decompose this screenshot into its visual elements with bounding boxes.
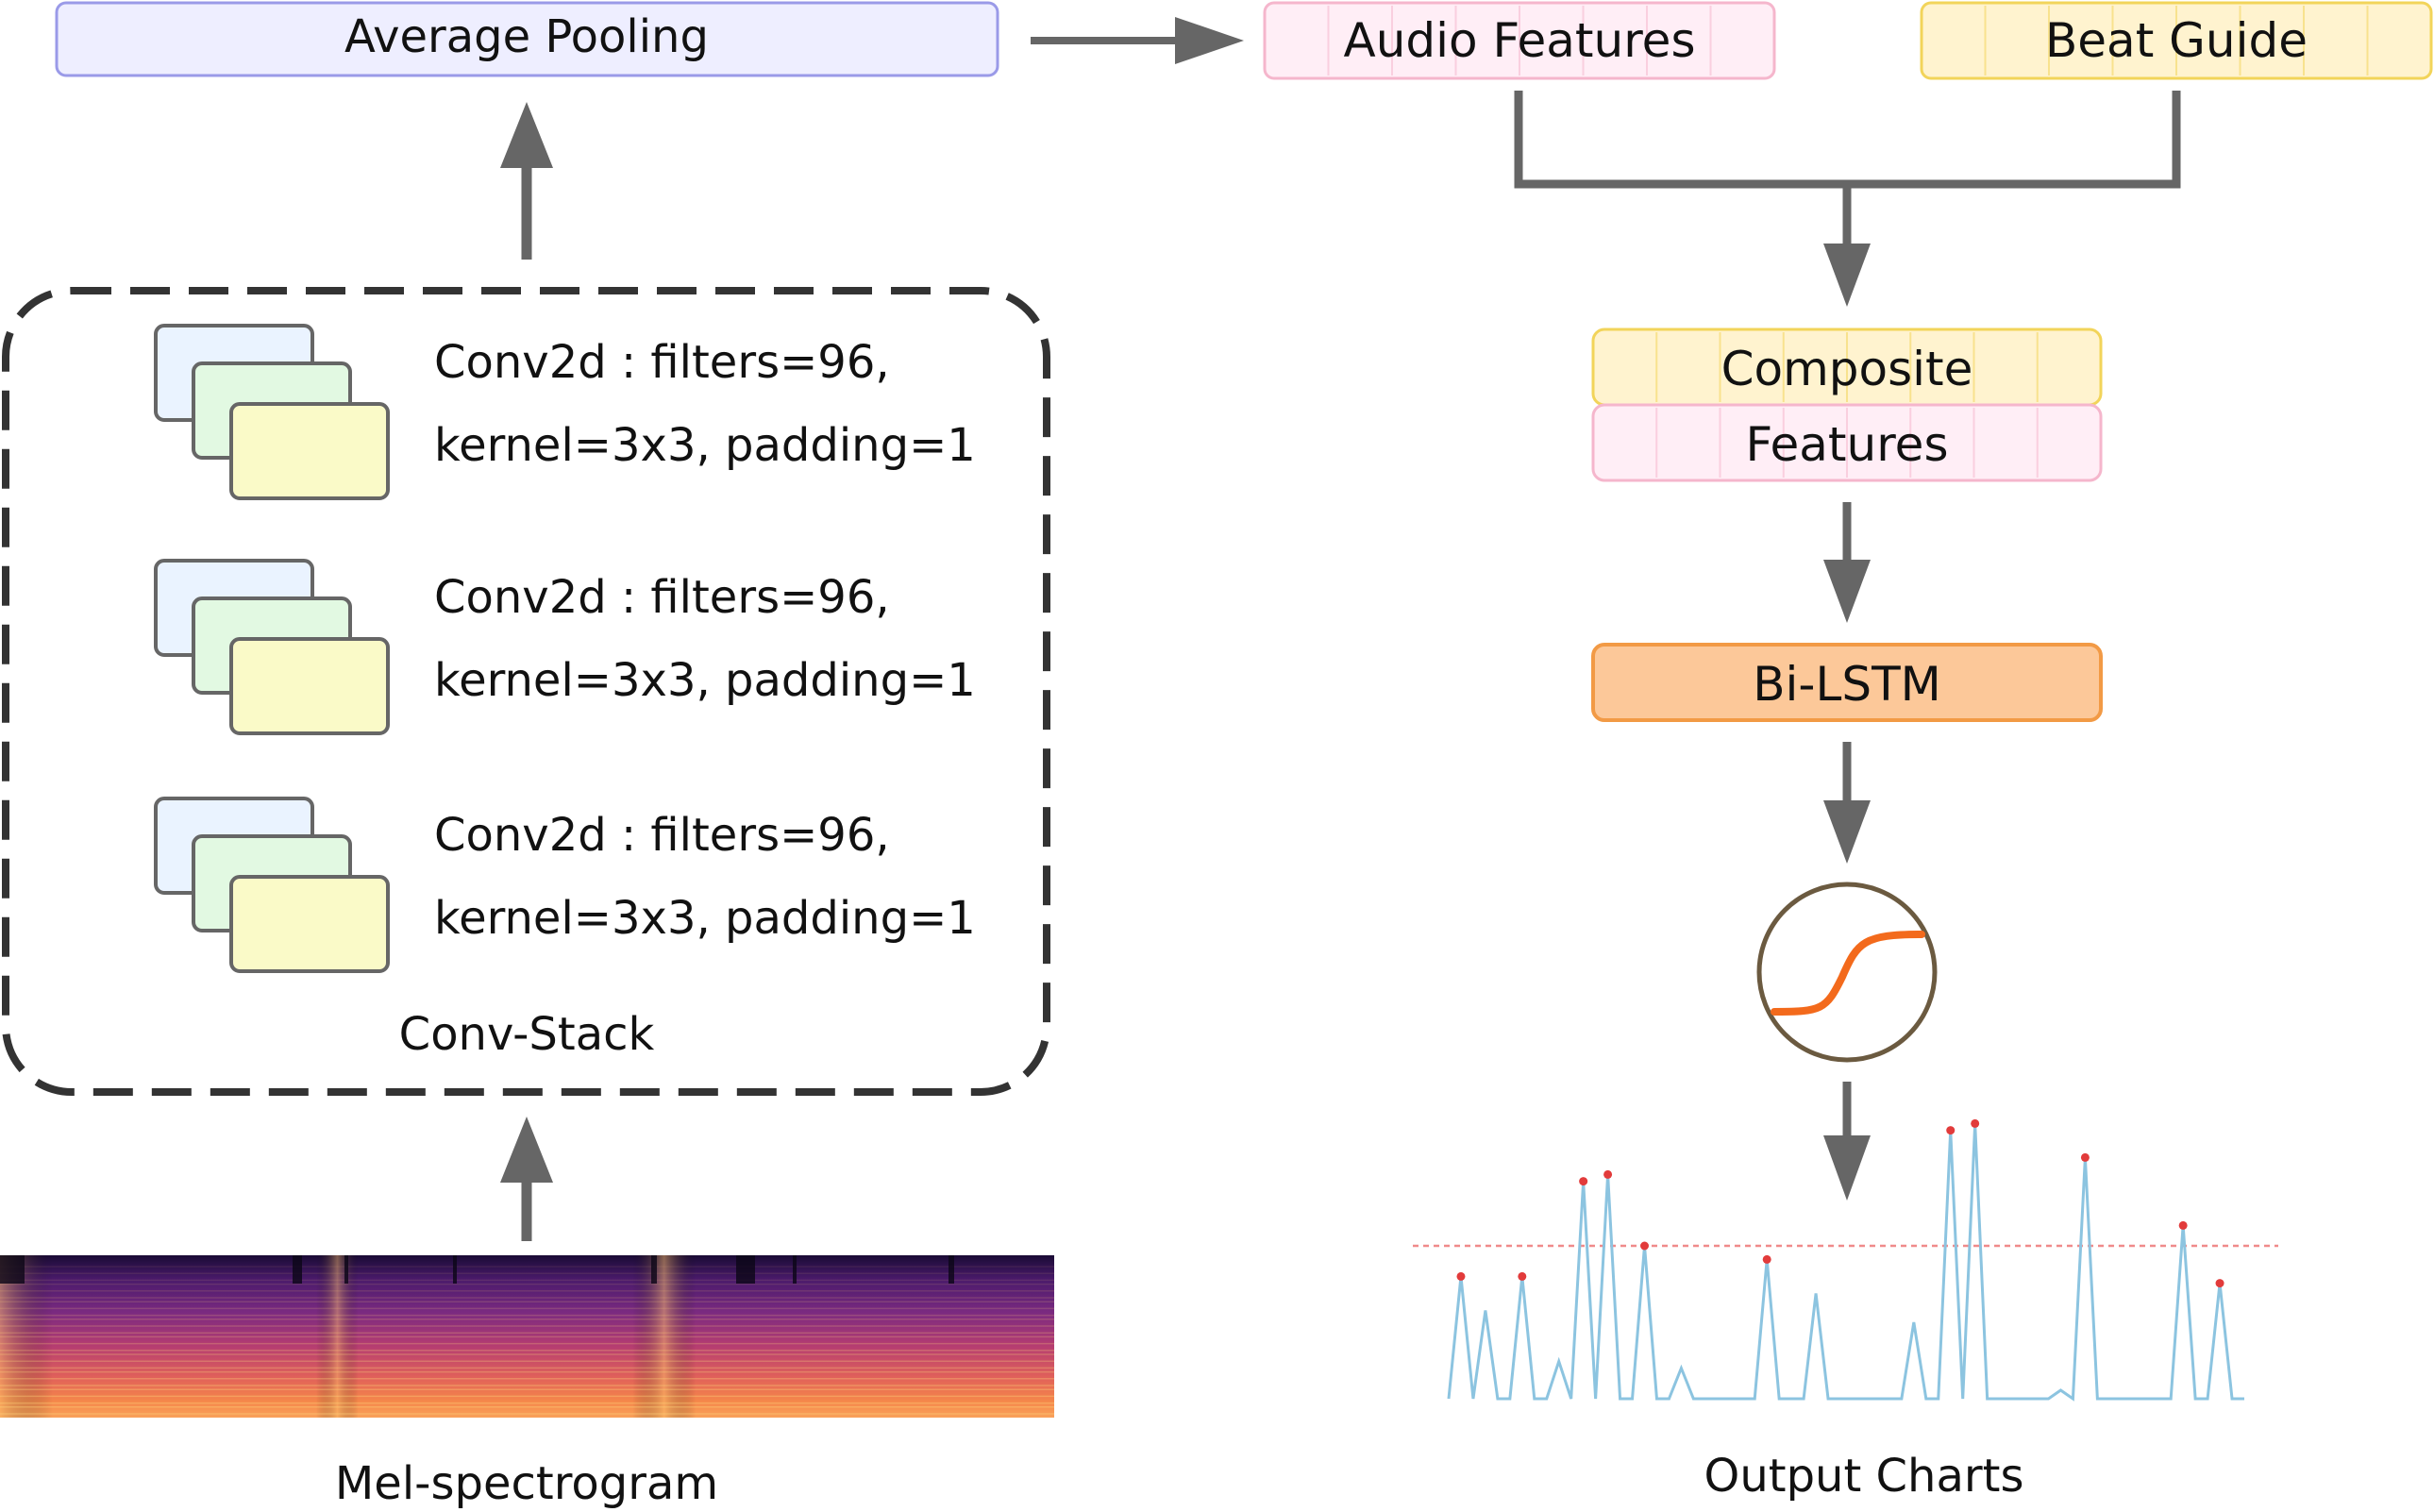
mel-spectrogram-label: Mel-spectrogram: [335, 1457, 718, 1510]
peak-marker: [1762, 1254, 1771, 1264]
feature-map-stack-icon: [154, 797, 390, 973]
composite-features-node: Composite Features: [1591, 328, 2103, 482]
conv-layer-params-line1: Conv2d : filters=96,: [434, 809, 890, 862]
conv-layers: Conv2d : filters=96, kernel=3x3, padding=…: [154, 324, 976, 973]
peak-marker: [1456, 1271, 1466, 1281]
peak-marker: [2080, 1152, 2090, 1162]
output-chart: [1413, 1118, 2278, 1402]
conv-layer-params-line2: kernel=3x3, padding=1: [434, 892, 976, 945]
peak-marker: [2215, 1279, 2224, 1288]
arrow-conv-to-avgpool: [500, 102, 553, 260]
beat-guide-node: Beat Guide: [1920, 1, 2433, 80]
conv-layer-1: Conv2d : filters=96, kernel=3x3, padding=…: [154, 324, 976, 500]
audio-features-node: Audio Features: [1263, 1, 1776, 80]
peak-marker: [1971, 1118, 1980, 1128]
composite-label-line2: Features: [1746, 417, 1949, 472]
sigmoid-activation-icon: [1756, 882, 1938, 1063]
peak-marker: [1579, 1177, 1588, 1186]
peak-marker: [1946, 1126, 1956, 1135]
average-pooling-label: Average Pooling: [344, 10, 709, 63]
output-series-line: [1447, 1123, 2244, 1402]
peak-marker: [1640, 1241, 1650, 1251]
peak-marker: [2178, 1220, 2188, 1230]
merge-connector: [1514, 91, 2181, 307]
feature-map-stack-icon: [154, 559, 390, 735]
average-pooling-node: Average Pooling: [55, 1, 999, 77]
beat-guide-label: Beat Guide: [2045, 13, 2308, 68]
audio-features-label: Audio Features: [1344, 13, 1696, 68]
arrow-avgpool-to-audio: [1031, 17, 1244, 64]
conv-layer-params-line2: kernel=3x3, padding=1: [434, 419, 976, 472]
conv-layer-params-line2: kernel=3x3, padding=1: [434, 654, 976, 707]
feature-map-stack-icon: [154, 324, 390, 500]
output-charts-label: Output Charts: [1704, 1450, 2024, 1503]
bilstm-node: Bi-LSTM: [1591, 643, 2103, 722]
conv-stack-label: Conv-Stack: [399, 1008, 655, 1061]
conv-layer-2: Conv2d : filters=96, kernel=3x3, padding=…: [154, 559, 976, 735]
conv-stack-container: [2, 287, 1050, 1096]
conv-layer-params-line1: Conv2d : filters=96,: [434, 571, 890, 624]
arrow-composite-to-bilstm: [1823, 502, 1871, 623]
arrow-mel-to-conv: [500, 1117, 553, 1241]
composite-label-line1: Composite: [1721, 342, 1973, 396]
conv-layer-params-line1: Conv2d : filters=96,: [434, 336, 890, 389]
bilstm-label: Bi-LSTM: [1753, 657, 1941, 712]
conv-layer-3: Conv2d : filters=96, kernel=3x3, padding=…: [154, 797, 976, 973]
peak-marker: [1518, 1271, 1527, 1281]
peak-marker: [1603, 1169, 1613, 1179]
mel-spectrogram-image: [0, 1255, 1054, 1418]
arrow-sigmoid-to-output: [1823, 1082, 1871, 1201]
arrow-bilstm-to-sigmoid: [1823, 742, 1871, 864]
